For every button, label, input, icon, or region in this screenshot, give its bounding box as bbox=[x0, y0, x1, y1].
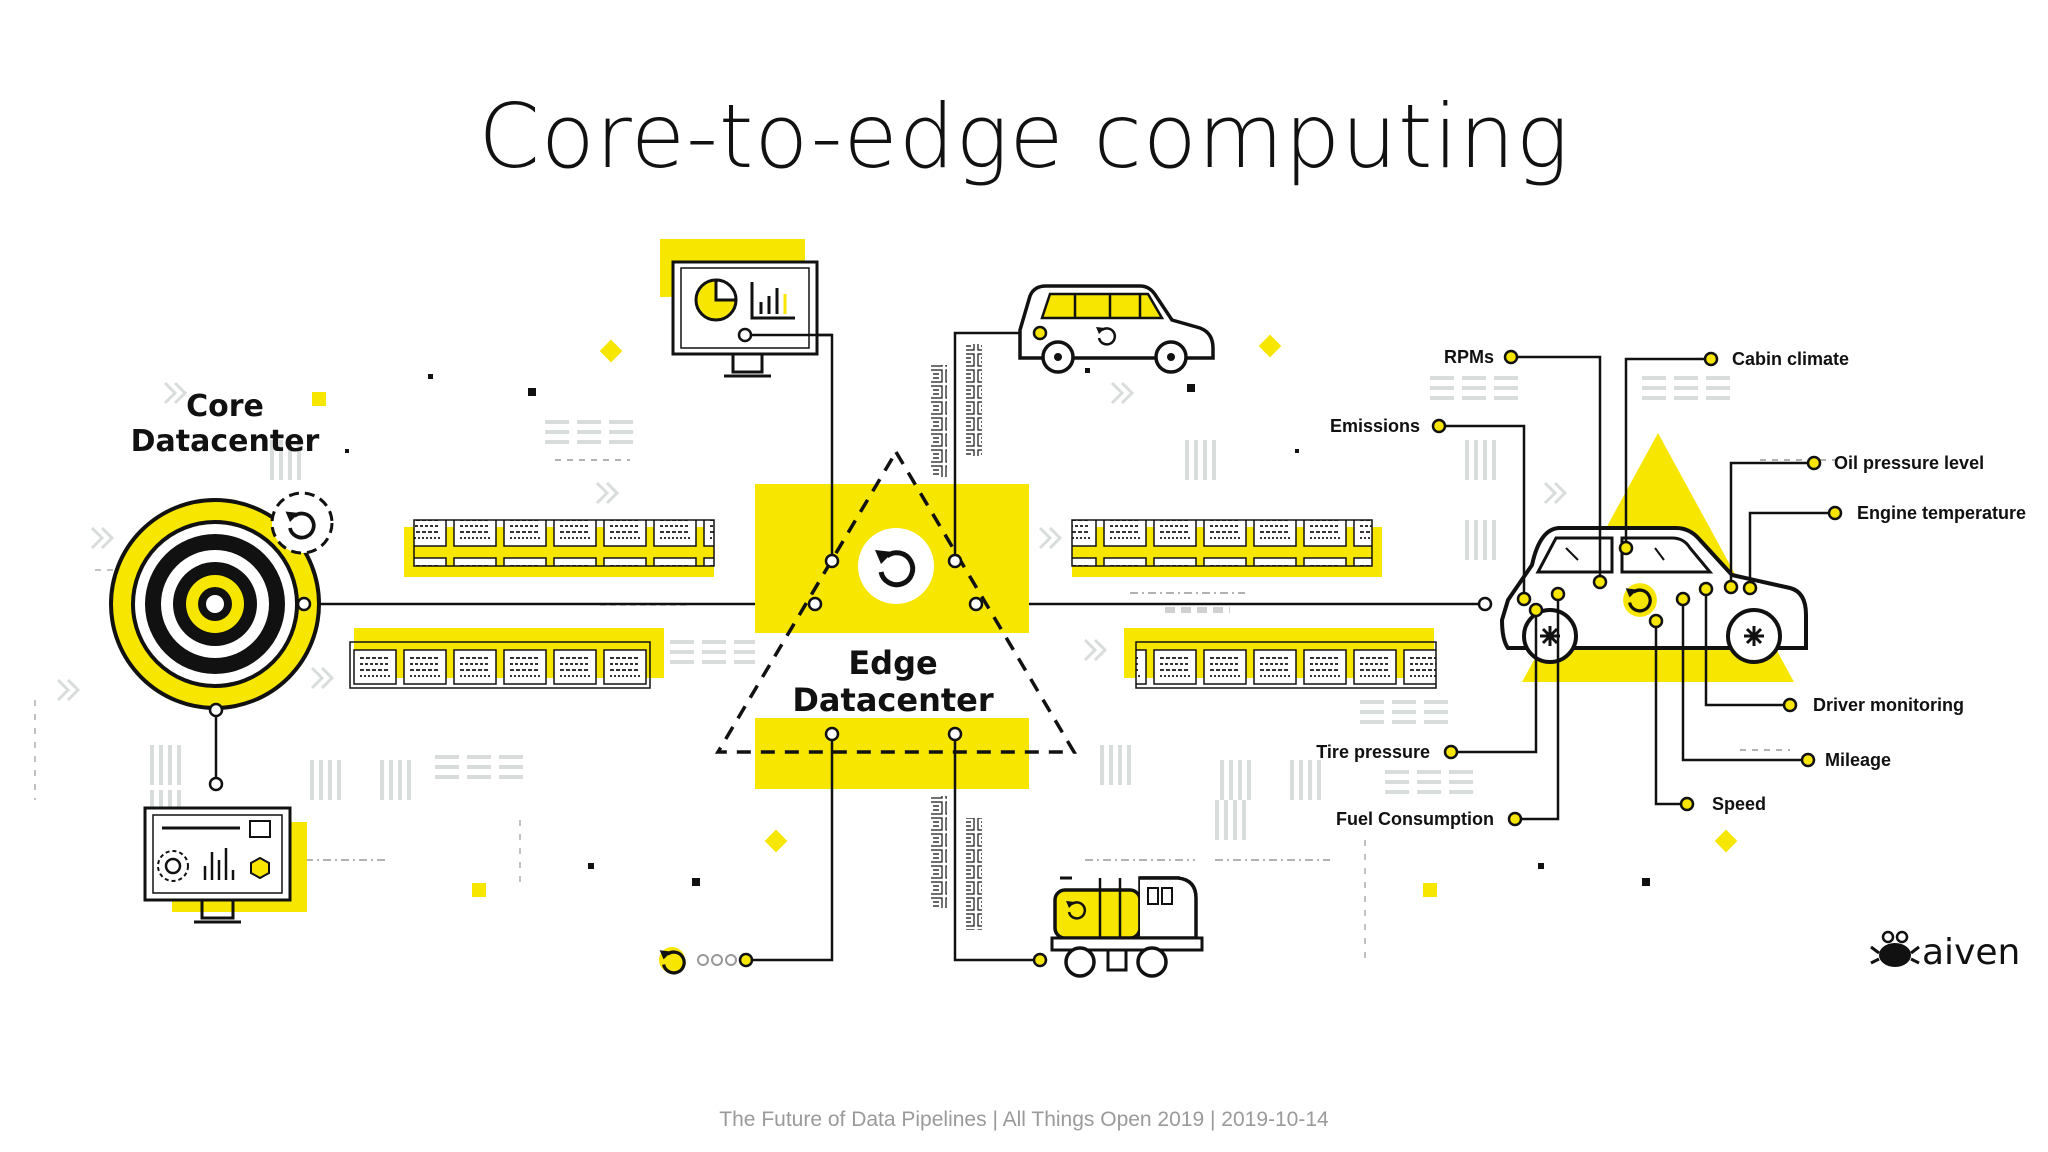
record-column-lower-right bbox=[966, 818, 982, 930]
target-icon bbox=[109, 498, 321, 710]
record-column-upper-right bbox=[966, 344, 982, 456]
sensor-label-fuel-consumption: Fuel Consumption bbox=[1336, 809, 1494, 829]
edge-datacenter: Edge Datacenter bbox=[714, 448, 1078, 789]
sensor-label-speed: Speed bbox=[1712, 794, 1766, 814]
record-column-lower-left bbox=[931, 796, 947, 908]
monitor-icon bbox=[143, 806, 307, 924]
edge-label-line1: Edge bbox=[848, 644, 937, 682]
truck-icon bbox=[1032, 876, 1204, 978]
sensor-label-driver-monitoring: Driver monitoring bbox=[1813, 695, 1964, 715]
brand-name: aiven bbox=[1922, 932, 2020, 973]
sensor-label-mileage: Mileage bbox=[1825, 750, 1891, 770]
sensor-connectors bbox=[1439, 355, 1835, 821]
core-label-line2: Datacenter bbox=[131, 424, 320, 459]
sensor-label-cabin-climate: Cabin climate bbox=[1732, 349, 1849, 369]
accent-markers bbox=[312, 334, 1738, 897]
core-label-line1: Core bbox=[186, 389, 264, 424]
sync-icon bbox=[858, 528, 934, 604]
crab-icon bbox=[1870, 930, 1920, 967]
sensor-label-rpms: RPMs bbox=[1444, 347, 1494, 367]
sensor-label-tire-pressure: Tire pressure bbox=[1316, 742, 1430, 762]
record-strip-core-top bbox=[404, 519, 715, 577]
edge-connectors bbox=[743, 331, 1040, 962]
sync-icon bbox=[270, 491, 334, 555]
record-column-upper-left bbox=[931, 365, 947, 477]
record-strip-edge-bottom bbox=[1124, 628, 1437, 689]
connected-vehicle bbox=[1477, 433, 1808, 682]
sync-status-indicator bbox=[658, 947, 754, 975]
core-datacenter: Core Datacenter bbox=[109, 389, 334, 792]
bar-chart-icon bbox=[750, 282, 795, 320]
sensor-points bbox=[1431, 349, 1843, 827]
slide-title: Core-to-edge computing bbox=[478, 85, 1570, 188]
record-strip-core-bottom bbox=[349, 628, 664, 689]
sensor-label-oil-pressure: Oil pressure level bbox=[1834, 453, 1984, 473]
sensor-label-emissions: Emissions bbox=[1330, 416, 1420, 436]
analytics-monitor bbox=[660, 239, 832, 378]
record-strip-edge-top bbox=[1071, 519, 1382, 577]
car-icon bbox=[1018, 284, 1215, 374]
aiven-logo: aiven bbox=[1870, 930, 2020, 973]
pie-chart-icon bbox=[694, 278, 738, 322]
slide-footer: The Future of Data Pipelines | All Thing… bbox=[719, 1108, 1329, 1131]
sensor-label-engine-temp: Engine temperature bbox=[1857, 503, 2026, 523]
edge-label-line2: Datacenter bbox=[792, 681, 994, 719]
